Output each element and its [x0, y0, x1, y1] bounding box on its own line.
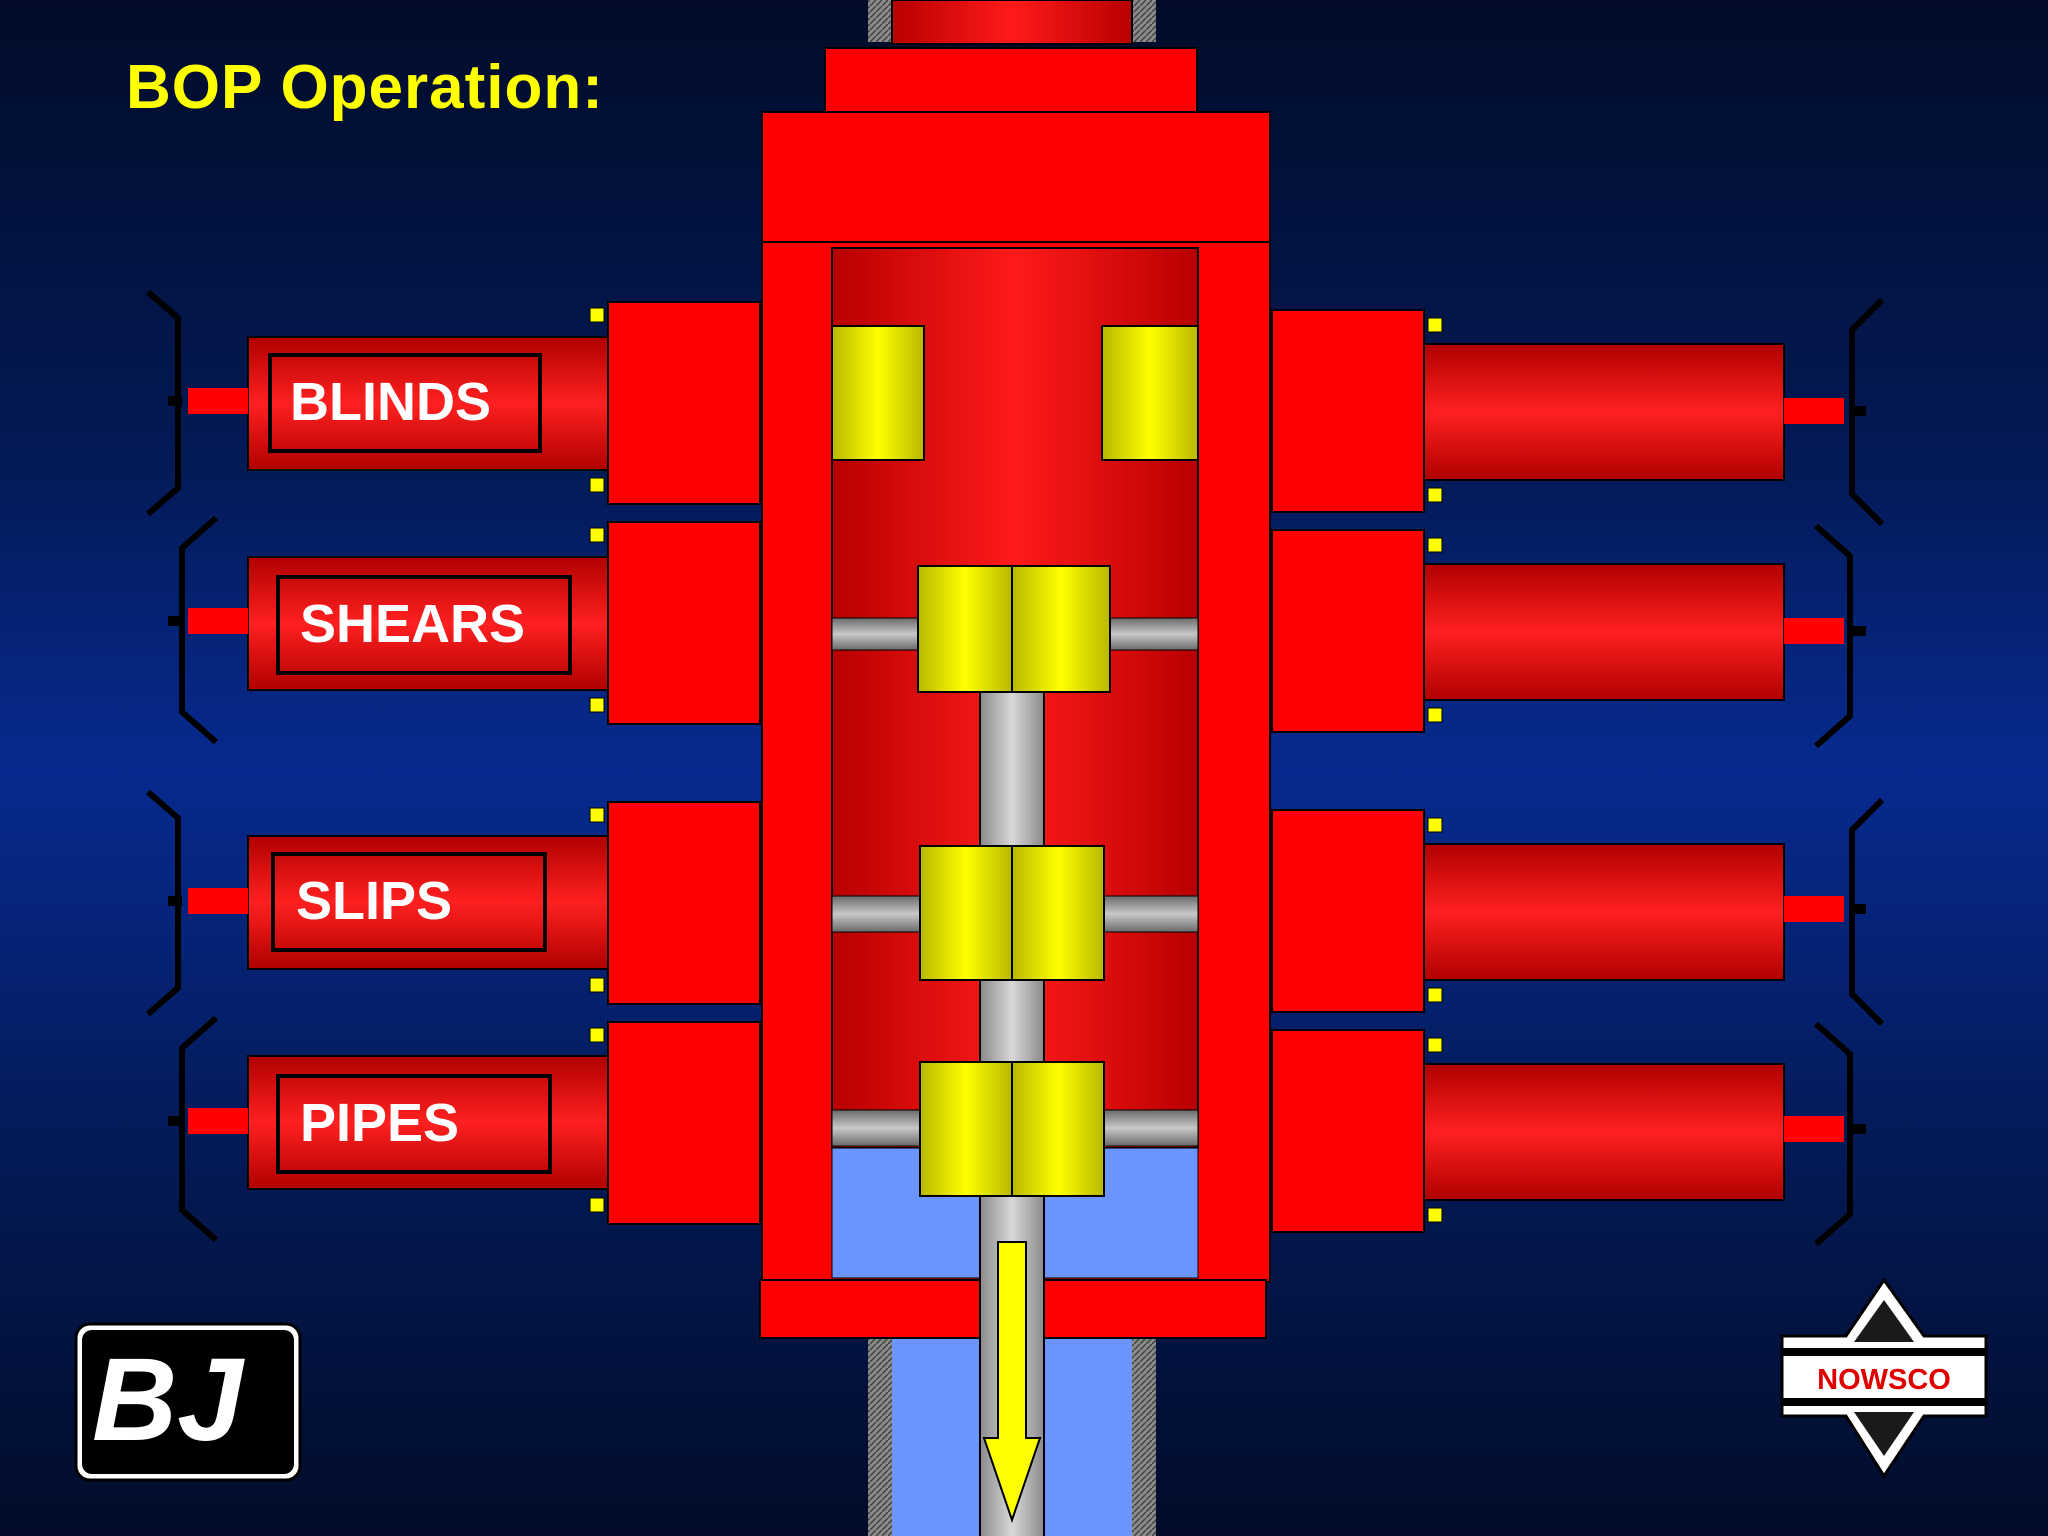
right-actuators [1271, 297, 1885, 1247]
nowsco-logo-icon: NOWSCO [1780, 1277, 1988, 1479]
ram-label-text: PIPES [300, 1093, 459, 1153]
ram-blocks [831, 325, 1199, 1197]
ram-label-text: BLINDS [290, 372, 491, 432]
ram-label-blinds: BLINDS [268, 353, 542, 453]
ram-label-text: SHEARS [300, 594, 525, 654]
ram-label-pipes: PIPES [276, 1074, 552, 1174]
top-wellhead [761, 0, 1271, 243]
bj-logo-icon: BJ [74, 1322, 302, 1482]
page-title: BOP Operation: [126, 53, 604, 122]
svg-text:NOWSCO: NOWSCO [1817, 1364, 1951, 1396]
down-arrow-icon [982, 1241, 1042, 1524]
ram-label-shears: SHEARS [276, 575, 572, 675]
ram-label-slips: SLIPS [271, 852, 547, 952]
svg-text:BJ: BJ [92, 1334, 245, 1466]
ram-label-text: SLIPS [296, 871, 452, 931]
